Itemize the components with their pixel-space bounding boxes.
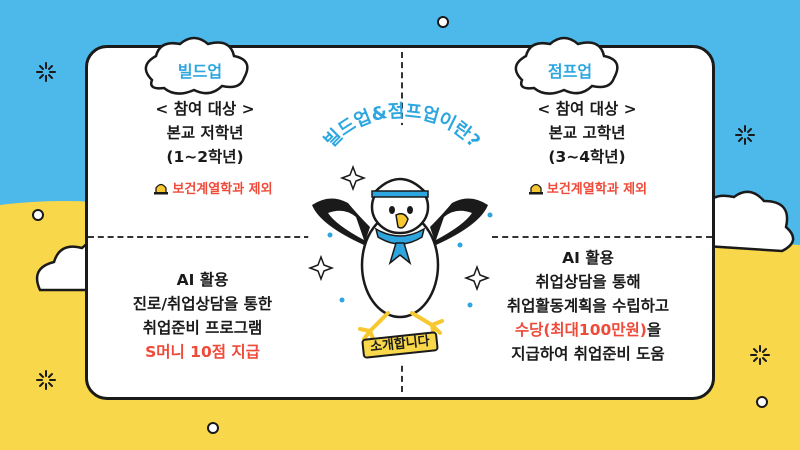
horizontal-divider-left (88, 236, 310, 238)
jumpup-target-line1: 본교 고학년 (548, 124, 626, 142)
jumpup-exclusion-text: 보건계열학과 제외 (546, 182, 648, 197)
jumpup-benefit-last: 지급하여 취업준비 도움 (511, 345, 665, 363)
buildup-target-block: < 참여 대상 > 본교 저학년 (1~2학년) (110, 97, 300, 169)
jumpup-benefit-line: 취업상담을 통해 (535, 273, 641, 291)
buildup-target-line2: (1~2학년) (166, 148, 244, 166)
buildup-benefit-highlight: S머니 10점 지급 (145, 343, 260, 361)
buildup-benefit-block: AI 활용 진로/취업상담을 통한 취업준비 프로그램 S머니 10점 지급 (95, 268, 310, 364)
mascot-area: 빌드업&점프업이란? (307, 101, 493, 365)
buildup-target-heading: < 참여 대상 > (155, 100, 255, 118)
jumpup-benefit-block: AI 활용 취업상담을 통해 취업활동계획을 수립하고 수당(최대100만원)을… (478, 246, 698, 366)
jumpup-exclusion-row: 보건계열학과 제외 (500, 178, 675, 197)
buildup-benefit-line: AI 활용 (176, 271, 229, 289)
buildup-badge: 빌드업 (177, 62, 223, 81)
jumpup-benefit-highlight-suffix: 을 (646, 321, 662, 339)
jumpup-benefit-highlight: 수당(최대100만원) (514, 321, 647, 339)
jumpup-target-block: < 참여 대상 > 본교 고학년 (3~4학년) (492, 97, 682, 169)
horizontal-divider-right (492, 236, 712, 238)
buildup-benefit-line: 취업준비 프로그램 (142, 319, 263, 337)
jumpup-badge: 점프업 (547, 62, 593, 81)
jumpup-target-line2: (3~4학년) (548, 148, 626, 166)
buildup-exclusion-row: 보건계열학과 제외 (128, 178, 298, 197)
buildup-target-line1: 본교 저학년 (166, 124, 244, 142)
jumpup-benefit-line: AI 활용 (562, 249, 614, 267)
siren-icon (154, 183, 169, 194)
buildup-benefit-line: 진로/취업상담을 통한 (132, 295, 273, 313)
jumpup-benefit-line: 취업활동계획을 수립하고 (506, 297, 670, 315)
jumpup-target-heading: < 참여 대상 > (537, 100, 637, 118)
jumpup-benefit-highlight-row: 수당(최대100만원)을 (478, 318, 698, 342)
buildup-exclusion-text: 보건계열학과 제외 (172, 182, 273, 197)
siren-icon (528, 183, 543, 194)
